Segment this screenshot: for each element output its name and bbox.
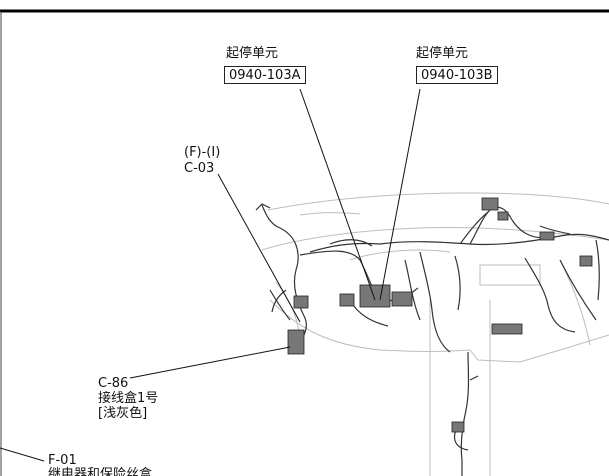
c86-connector-id[interactable]: C-86 [98,376,129,391]
c03-connector-id[interactable]: C-03 [184,161,215,176]
start-stop-b-title: 起停单元 [416,46,469,61]
c03-location: (F)-(I) [184,145,221,160]
c86-color: [浅灰色] [98,406,148,421]
dashboard-outline [261,192,609,476]
connector-blocks [287,197,593,433]
f01-description: 继电器和保险丝盒 [48,467,153,476]
start-stop-a-code[interactable]: 0940-103A [224,66,306,84]
start-stop-a-title: 起停单元 [226,46,279,61]
c86-description: 接线盒1号 [98,391,159,406]
start-stop-b-code[interactable]: 0940-103B [416,66,498,84]
f01-connector-id[interactable]: F-01 [48,453,77,468]
harness-wires [255,203,609,476]
leader-lines [0,88,421,462]
